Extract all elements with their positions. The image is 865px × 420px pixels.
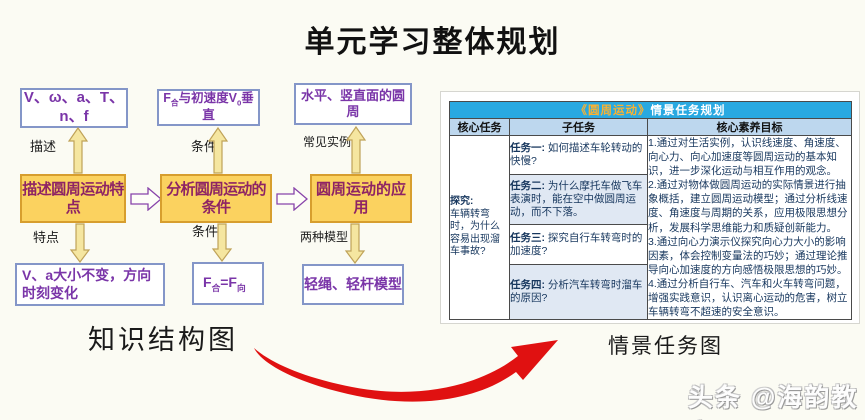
box-kinematic-quantities: V、ω、a、T、n、f <box>20 88 128 128</box>
table-row: 任务三: 探究自行车转弯时的加速度? <box>450 224 852 266</box>
core-task-cell: 探究: 车辆转弯时，为什么容易出现溜车事故? <box>449 134 510 321</box>
subtask-3-cell: 任务三: 探究自行车转弯时的加速度? <box>509 224 648 266</box>
down-arrow-icon <box>211 223 233 262</box>
column-header-core-task: 核心任务 <box>449 118 510 136</box>
column-header-goals: 核心素养目标 <box>646 118 853 136</box>
up-arrow-icon <box>345 126 367 174</box>
box-main-describe: 描述圆周运动特点 <box>20 174 126 223</box>
edge-label-common-examples: 常见实例 <box>303 135 352 149</box>
page-title: 单元学习整体规划 <box>304 26 561 59</box>
right-arrow-icon <box>276 187 308 211</box>
table-row: 任务二: 为什么摩托车做飞车表演时，能在空中做圆周运动，而不下落。 <box>450 174 852 226</box>
down-arrow-icon <box>69 223 91 263</box>
column-header-subtask: 子任务 <box>509 118 648 136</box>
down-arrow-icon <box>344 223 366 264</box>
box-circle-examples: 水平、竖直面的圆周 <box>294 83 412 125</box>
scenario-task-caption: 情景任务图 <box>608 335 723 358</box>
scenario-task-table: 《圆周运动》情景任务规划 核心任务 子任务 核心素养目标 探究: 车辆转弯时，为… <box>448 101 853 321</box>
goal-item: 3.通过向心力演示仪探究向心力大小的影响因素，体会控制变量法的巧妙；通过理论推导… <box>648 235 848 276</box>
up-arrow-icon <box>67 127 89 174</box>
table-header-row: 核心任务 子任务 核心素养目标 <box>449 118 853 136</box>
table-row: 任务四: 分析汽车转弯时溜车的原因? <box>450 264 852 321</box>
subtask-2-cell: 任务二: 为什么摩托车做飞车表演时，能在空中做圆周运动，而不下落。 <box>509 174 648 226</box>
edge-label-features: 特点 <box>33 230 60 245</box>
edge-label-condition-top: 条件 <box>191 139 218 154</box>
red-curved-arrow <box>254 340 558 402</box>
box-main-analyse: 分析圆周运动的条件 <box>160 174 272 223</box>
right-arrow-icon <box>130 187 162 211</box>
scenario-task-panel: 《圆周运动》情景任务规划 核心任务 子任务 核心素养目标 探究: 车辆转弯时，为… <box>440 91 860 324</box>
watermark: 头条 @海韵教育 <box>688 384 859 412</box>
edge-label-condition-bottom: 条件 <box>192 224 219 239</box>
goal-item: 4.通过分析自行车、汽车和火车转弯问题，增强实践意识，认识离心运动的危害，树立车… <box>648 277 848 319</box>
subtask-1-cell: 任务一: 如何描述车轮转动的快慢? <box>509 134 648 176</box>
box-magnitude-direction: V、a大小不变，方向时刻变化 <box>15 263 165 306</box>
goal-item: 2.通过对物体做圆周运动的实际情景进行抽象概括，建立圆周运动模型；通过分析线速度… <box>648 179 848 234</box>
edge-label-describe: 描述 <box>30 139 57 154</box>
goal-item: 1.通过对生活实例，认识线速度、角速度、向心力、向心加速度等圆周运动的基本知识，… <box>648 137 846 178</box>
subtask-4-cell: 任务四: 分析汽车转弯时溜车的原因? <box>509 264 648 321</box>
box-force-perpendicular: F合与初速度V0垂直 <box>157 89 260 126</box>
table-title: 《圆周运动》情景任务规划 <box>448 101 853 119</box>
up-arrow-icon <box>207 127 229 174</box>
table-row: 探究: 车辆转弯时，为什么容易出现溜车事故? 任务一: 如何描述车轮转动的快慢?… <box>449 134 853 321</box>
goals-cell: 1.通过对生活实例，认识线速度、角速度、向心力、向心加速度等圆周运动的基本知识，… <box>646 134 853 321</box>
box-main-application: 圆周运动的应用 <box>310 174 412 223</box>
box-rope-rod-models: 轻绳、轻杆模型 <box>302 264 404 305</box>
box-force-equation: F合=F向 <box>192 262 264 305</box>
edge-label-two-models: 两种模型 <box>300 230 349 244</box>
knowledge-structure-caption: 知识结构图 <box>88 325 238 355</box>
